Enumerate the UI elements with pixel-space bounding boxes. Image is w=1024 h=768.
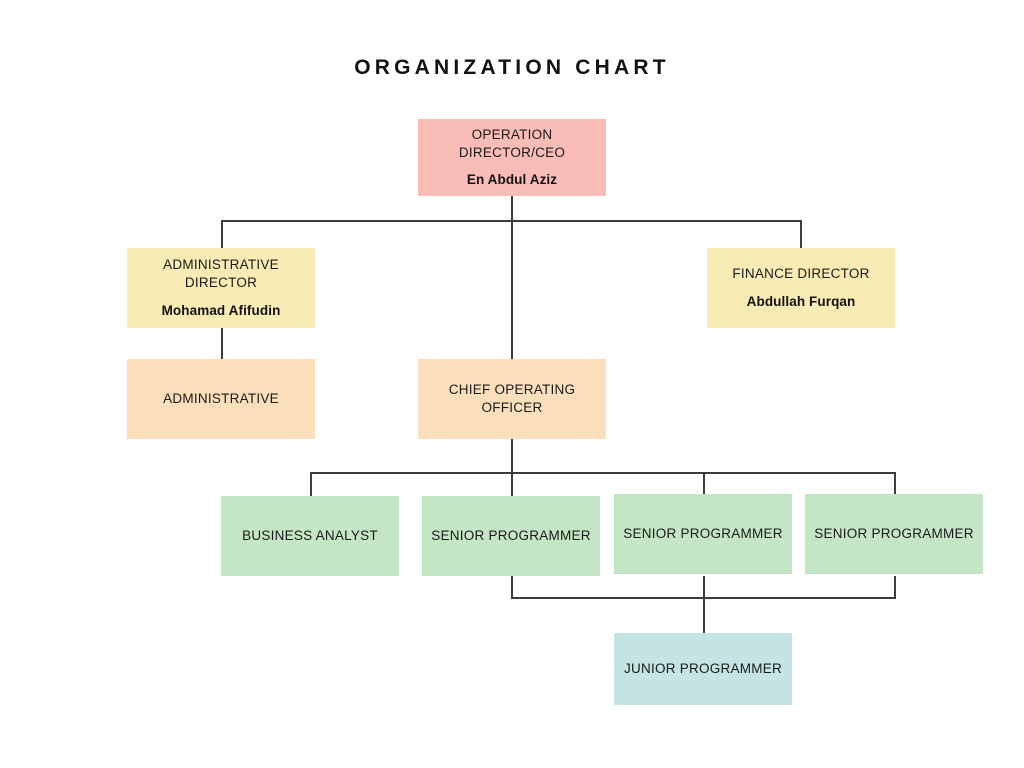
- node-role-label: SENIOR PROGRAMMER: [814, 525, 974, 541]
- connector-to-junior-programmer: [703, 576, 705, 633]
- node-role-label: FINANCE DIRECTOR: [732, 266, 870, 282]
- connector-to-administrative-director: [221, 220, 223, 248]
- node-role-label: JUNIOR PROGRAMMER: [623, 660, 782, 676]
- node-administrative[interactable]: ADMINISTRATIVE: [127, 359, 315, 439]
- node-role-label: SENIOR PROGRAMMER: [431, 527, 591, 543]
- node-role-label: BUSINESS ANALYST: [242, 527, 378, 543]
- node-person-label: Abdullah Furqan: [746, 293, 856, 309]
- node-role-label: ADMINISTRATIVE DIRECTOR: [163, 257, 279, 291]
- connector-to-business-analyst: [310, 472, 312, 496]
- connector-to-senior-programmer-2: [703, 472, 705, 496]
- connector-coo-stem: [511, 439, 513, 473]
- page-title: ORGANIZATION CHART: [354, 56, 670, 79]
- connector-to-finance-director: [800, 220, 802, 248]
- node-chief-operating-officer[interactable]: CHIEF OPERATING OFFICER: [418, 359, 606, 439]
- node-person-label: En Abdul Aziz: [466, 172, 558, 188]
- connector-to-senior-programmer-1: [511, 472, 513, 496]
- connector-ceo-stem: [511, 196, 513, 221]
- node-role-label: OPERATION DIRECTOR/CEO: [458, 126, 566, 160]
- connector-senior-3-down: [894, 576, 896, 599]
- node-senior-programmer-1[interactable]: SENIOR PROGRAMMER: [422, 496, 600, 576]
- connector-to-senior-programmer-3: [894, 472, 896, 496]
- node-administrative-director[interactable]: ADMINISTRATIVE DIRECTOR Mohamad Afifudin: [127, 248, 315, 328]
- connector-admindirector-to-administrative: [221, 328, 223, 359]
- connector-senior-1-down: [511, 576, 513, 599]
- node-senior-programmer-2[interactable]: SENIOR PROGRAMMER: [614, 494, 792, 574]
- node-senior-programmer-3[interactable]: SENIOR PROGRAMMER: [805, 494, 983, 574]
- node-person-label: Mohamad Afifudin: [161, 302, 281, 318]
- connector-ceo-to-coo: [511, 220, 513, 359]
- node-junior-programmer[interactable]: JUNIOR PROGRAMMER: [614, 633, 792, 705]
- node-finance-director[interactable]: FINANCE DIRECTOR Abdullah Furqan: [707, 248, 895, 328]
- node-role-label: ADMINISTRATIVE: [163, 390, 279, 406]
- node-role-label: CHIEF OPERATING OFFICER: [448, 381, 576, 415]
- node-operation-director-ceo[interactable]: OPERATION DIRECTOR/CEO En Abdul Aziz: [418, 119, 606, 196]
- connector-level4-bus: [310, 472, 895, 474]
- node-role-label: SENIOR PROGRAMMER: [623, 525, 783, 541]
- node-business-analyst[interactable]: BUSINESS ANALYST: [221, 496, 399, 576]
